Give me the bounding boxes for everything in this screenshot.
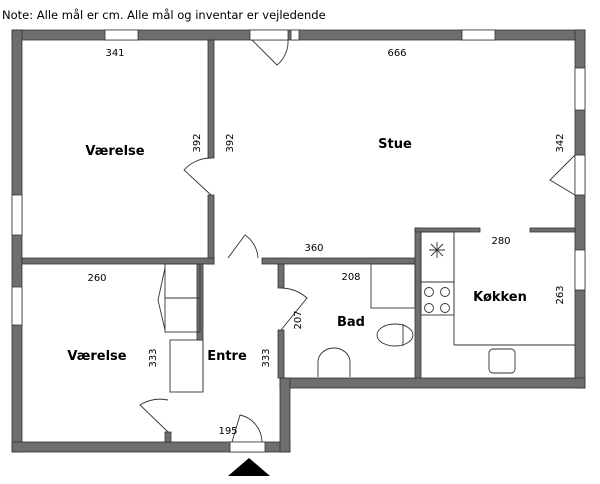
room-label-living: Stue: [378, 137, 412, 152]
dim-kitchen-width: 280: [491, 236, 510, 247]
dim-kitchen-height: 263: [555, 285, 566, 304]
room-label-entry: Entre: [207, 349, 247, 364]
room-label-bedroom1: Værelse: [85, 144, 144, 159]
dim-living-width: 666: [387, 48, 406, 59]
room-label-bedroom2: Værelse: [67, 349, 126, 364]
note-text: Note: Alle mål er cm. Alle mål og invent…: [2, 8, 326, 22]
doors: [139, 39, 576, 443]
dim-entry-width: 195: [218, 426, 237, 437]
dim-corridor-width: 360: [304, 243, 323, 254]
fixtures: [164, 231, 575, 476]
sink-bath: [317, 347, 351, 377]
dim-living-height-right: 342: [555, 133, 566, 152]
room-label-kitchen: Køkken: [473, 290, 527, 305]
dim-entry-height: 333: [261, 348, 272, 367]
kitchen-sink: [488, 348, 516, 374]
room-label-bath: Bad: [337, 315, 365, 330]
entrance-arrow-icon: [228, 458, 270, 476]
dim-living-height-left: 392: [225, 133, 236, 152]
dim-bedroom2-height: 333: [148, 348, 159, 367]
dim-bath-width: 208: [341, 272, 360, 283]
shower: [370, 263, 416, 309]
windows: [11, 29, 586, 453]
dim-bath-height: 207: [293, 310, 304, 329]
dim-bedroom1-height: 392: [192, 133, 203, 152]
dim-bedroom2-width: 260: [87, 273, 106, 284]
toilet: [376, 323, 414, 347]
dim-bedroom1-width: 341: [105, 48, 124, 59]
